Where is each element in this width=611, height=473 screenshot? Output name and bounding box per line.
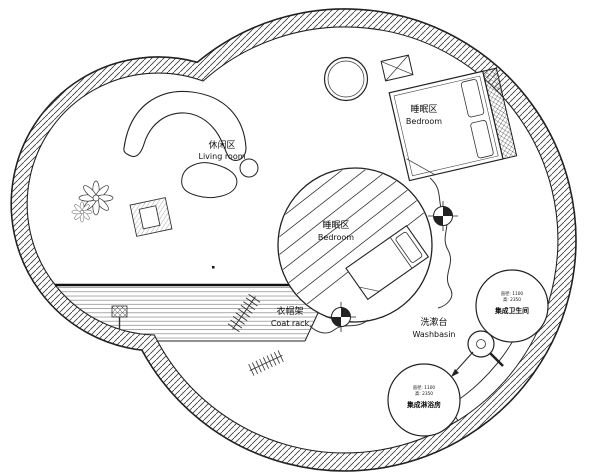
top-bedroom-bed	[388, 67, 518, 182]
shower-pod: 直径: 1100 高: 2350 集成淋浴房	[387, 363, 461, 437]
center-bed	[345, 225, 430, 301]
center-bedroom-label-en: Bedroom	[318, 233, 354, 242]
bathroom-pod-label: 集成卫生间	[494, 306, 529, 315]
washbasin-sink-icon	[467, 330, 504, 367]
coffee-table	[181, 162, 238, 199]
folding-table-icon	[380, 54, 414, 82]
living-room-label-en: Living room	[198, 152, 245, 161]
bathroom-pod-spec1: 直径: 1100	[501, 290, 524, 297]
coat-rack-label-en: Coat rack	[271, 319, 310, 328]
plant-small-icon	[71, 201, 93, 223]
round-table	[323, 56, 369, 102]
curved-sofa	[123, 90, 247, 161]
shower-pod-spec1: 直径: 1100	[413, 384, 436, 391]
shower-pod-label: 集成淋浴房	[406, 400, 441, 409]
curtain-squiggle-right	[429, 177, 453, 309]
bathroom-pod-spec2: 高: 2350	[503, 296, 521, 303]
top-bedroom-label-en: Bedroom	[406, 117, 442, 126]
living-room-label-zh: 休闲区	[208, 139, 235, 151]
top-bedroom-label-zh: 睡眠区	[410, 103, 437, 115]
curtain-squiggle-bottom	[309, 319, 369, 334]
washbasin-label-en: Washbasin	[413, 330, 456, 339]
floor-dot	[212, 266, 215, 269]
shower-pod-spec2: 高: 2350	[415, 390, 433, 397]
center-bedroom-label-zh: 睡眠区	[322, 219, 349, 231]
washbasin-label-zh: 洗漱台	[420, 316, 447, 328]
direction-arrow-icon	[451, 351, 474, 377]
coat-rack-label-zh: 衣帽架	[276, 305, 303, 317]
rug-with-chair	[129, 197, 173, 237]
side-table	[239, 158, 259, 178]
bathroom-pod: 直径: 1100 高: 2350 集成卫生间	[475, 269, 549, 343]
